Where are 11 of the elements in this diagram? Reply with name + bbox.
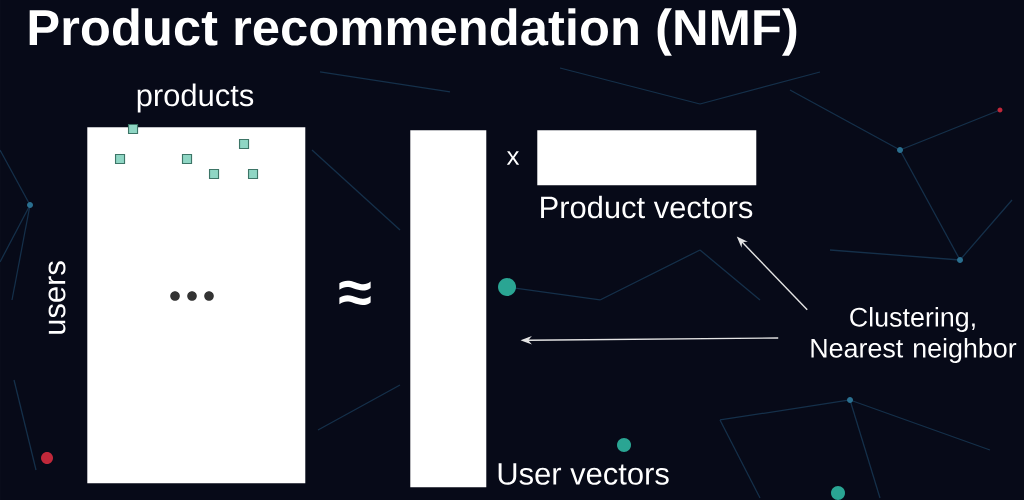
user-vector-matrix bbox=[410, 130, 487, 488]
annotation-text: Clustering, Nearest neighbor bbox=[811, 307, 1017, 363]
vector-label: Product vectors bbox=[541, 195, 753, 219]
axis-label: users bbox=[48, 261, 66, 334]
axis-label: products bbox=[137, 83, 254, 113]
title: Product recommendation (NMF) bbox=[29, 8, 797, 56]
rating-matrix bbox=[87, 127, 306, 484]
multiply-sign: x bbox=[506, 151, 520, 165]
product-vector-matrix bbox=[537, 130, 757, 186]
approx-sign: ≈ bbox=[339, 280, 371, 305]
vector-label: User vectors bbox=[498, 463, 669, 485]
